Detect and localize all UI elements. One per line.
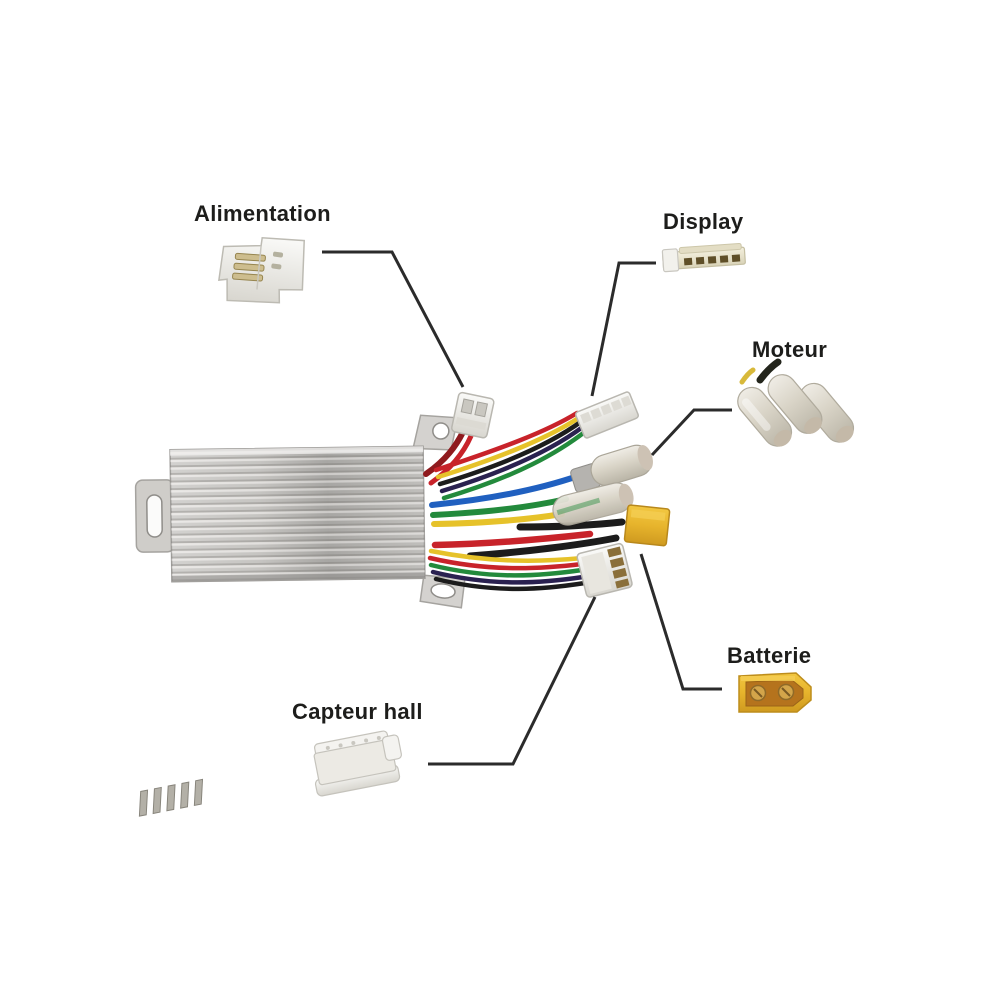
callout-lines [322, 250, 732, 766]
harness-display-connector [575, 391, 639, 439]
harness-hall-connector [576, 542, 633, 598]
wire-harness [423, 410, 626, 592]
label-display: Display [663, 209, 744, 234]
hall-sensor-connector-icon [138, 730, 403, 817]
callout-line-display [590, 261, 656, 397]
xt60-battery-connector-icon [738, 672, 812, 713]
controller-left-mount-tab [134, 479, 176, 553]
callout-line-batterie [639, 553, 722, 691]
harness-bullet-terminals [552, 444, 653, 526]
controller-heatsink-body [169, 445, 426, 583]
motor-bullet-connectors-icon [737, 358, 855, 447]
label-batterie: Batterie [727, 643, 812, 668]
harness-xt60-connector [623, 504, 671, 547]
label-moteur: Moteur [752, 337, 828, 362]
controller-top-right-mount-tab [412, 414, 459, 451]
display-connector-icon [661, 242, 746, 273]
label-alimentation: Alimentation [194, 201, 331, 226]
label-capteur-hall: Capteur hall [292, 699, 423, 724]
power-connector-icon [218, 236, 305, 304]
callout-line-capteur-hall [428, 596, 597, 766]
controller-image [134, 414, 466, 609]
callout-line-alimentation [322, 250, 465, 388]
harness-power-plug [450, 391, 495, 439]
callout-line-moteur [650, 408, 732, 457]
